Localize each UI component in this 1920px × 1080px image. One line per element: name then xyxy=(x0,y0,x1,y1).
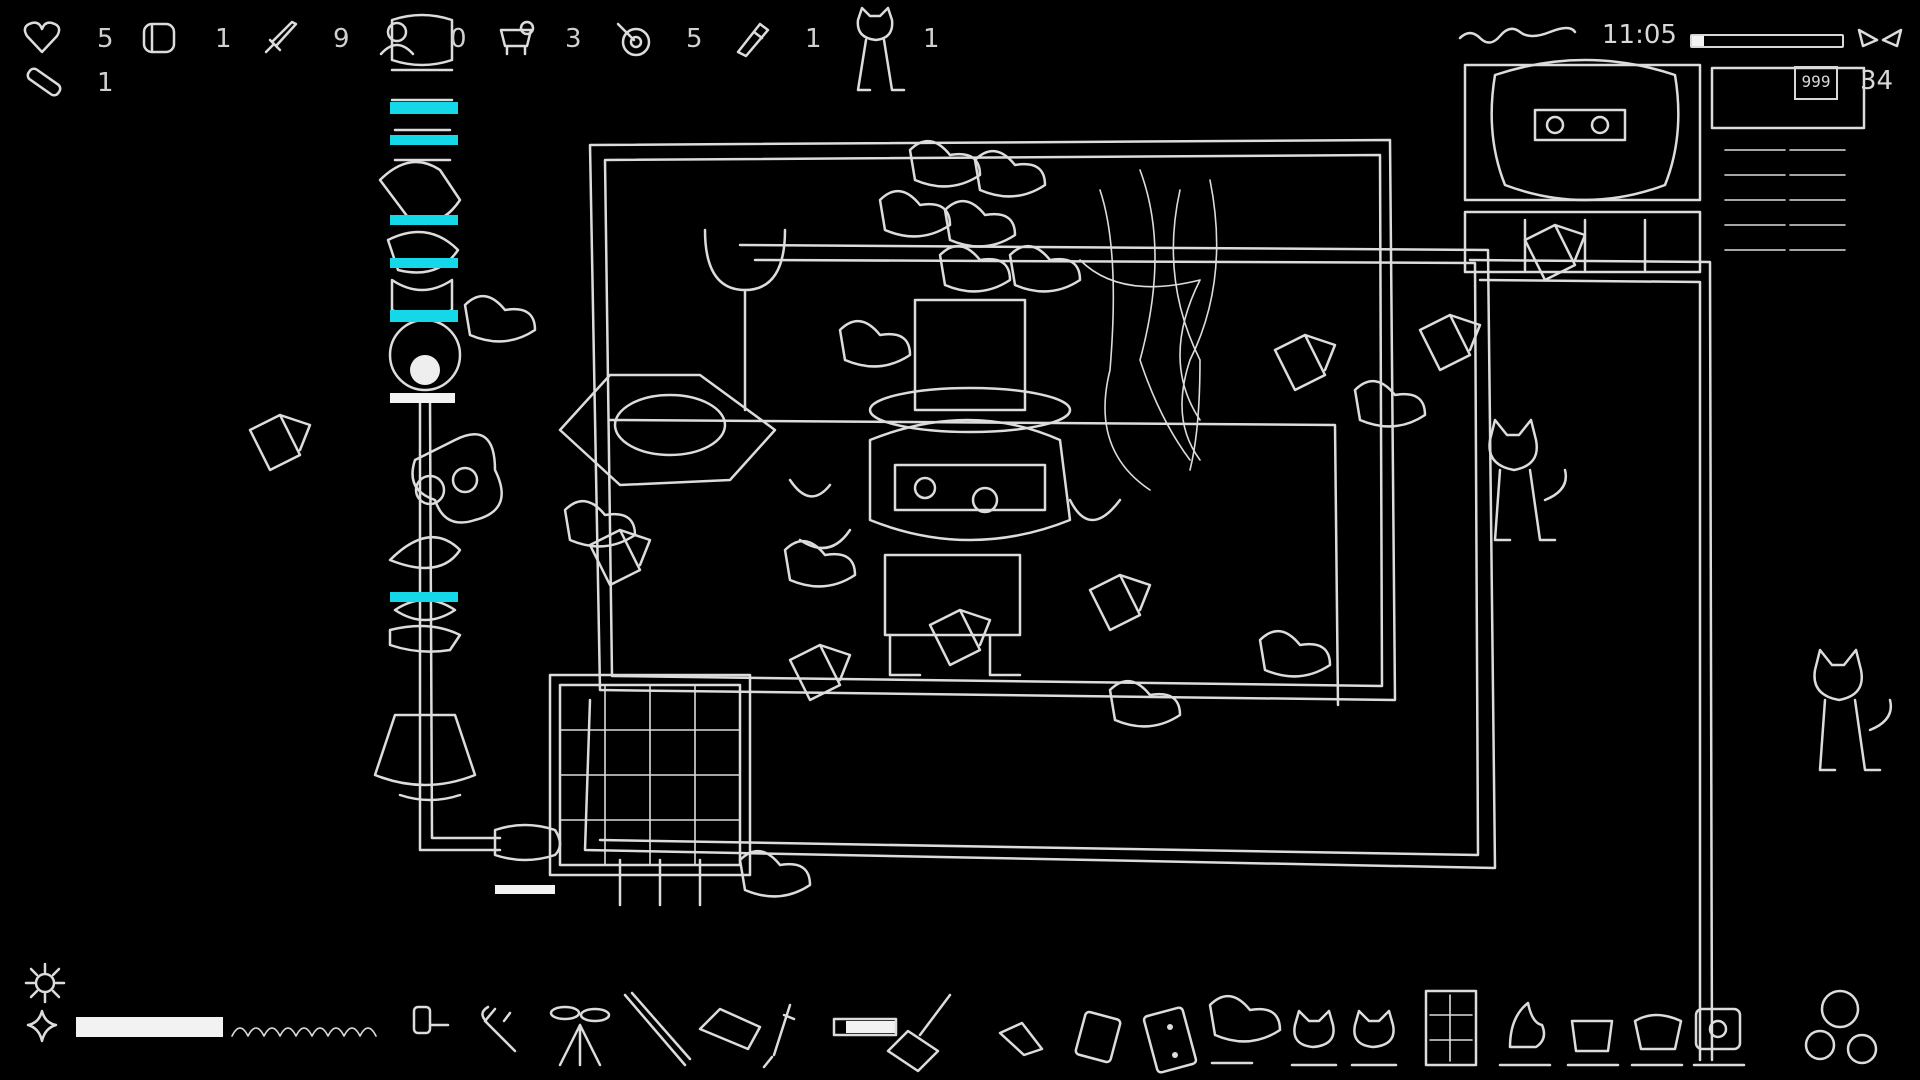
cats xyxy=(1488,418,1893,772)
resource-count: 1 xyxy=(215,24,232,54)
resource-cauldron[interactable]: 3 xyxy=(495,18,585,62)
energy-coils xyxy=(231,1027,377,1037)
broom-icon[interactable] xyxy=(886,993,952,1073)
battery-icon[interactable] xyxy=(832,1017,898,1037)
gear-icon[interactable] xyxy=(22,960,68,1006)
resource-cat-walker[interactable]: 1 xyxy=(838,6,948,92)
cat-walker-icon xyxy=(856,6,906,92)
spring-coil-icon[interactable] xyxy=(412,1005,450,1035)
hexagon-bowl xyxy=(558,373,777,487)
sword-icon xyxy=(264,20,298,54)
resource-target[interactable]: 5 xyxy=(612,18,703,62)
resource-log[interactable]: 1 xyxy=(140,18,232,62)
cauldron-icon xyxy=(499,20,535,56)
domino-icon[interactable] xyxy=(1142,1006,1198,1074)
fish-bundle xyxy=(1079,169,1218,491)
birds xyxy=(463,140,1427,898)
sparkle-icon[interactable] xyxy=(22,1005,68,1051)
stick-icon[interactable] xyxy=(623,991,692,1067)
cat-slot-2-icon[interactable] xyxy=(1350,1009,1398,1067)
resource-count: 5 xyxy=(97,24,114,54)
resource-count: 1 xyxy=(805,24,822,54)
resource-count: 1 xyxy=(97,68,114,98)
clock-time: 11:05 xyxy=(1602,20,1677,50)
resource-count: 0 xyxy=(450,24,467,54)
energy-bar xyxy=(76,1017,223,1037)
resource-bandage[interactable]: 1 xyxy=(22,62,114,106)
resource-count: 1 xyxy=(923,24,940,54)
cracker-icon[interactable] xyxy=(1074,1010,1122,1064)
resource-shell[interactable]: 1 xyxy=(730,18,822,62)
calendar-box: 999 xyxy=(1794,66,1838,100)
syringe-icon[interactable] xyxy=(762,1003,796,1069)
wrench-icon[interactable] xyxy=(481,1005,517,1053)
resource-sword[interactable]: 9 xyxy=(258,18,350,62)
log-icon xyxy=(142,22,176,54)
track-loops xyxy=(418,138,1714,1062)
calendar-counter: 34 xyxy=(1860,66,1894,96)
drum-kit-icon[interactable] xyxy=(549,1005,611,1067)
machine-slot-icon[interactable] xyxy=(1692,1007,1746,1067)
day-progress-bar xyxy=(1690,34,1844,48)
machine xyxy=(1463,58,1866,274)
pot-slot-icon[interactable] xyxy=(1566,1019,1620,1067)
day-progress-fill xyxy=(1692,36,1704,46)
target-icon xyxy=(616,22,651,57)
tool-items[interactable] xyxy=(400,985,1900,1075)
resource-count: 9 xyxy=(333,24,350,54)
cat-slot-icon[interactable] xyxy=(1290,1009,1338,1067)
grid-box-icon[interactable] xyxy=(1424,989,1478,1067)
heart-icon xyxy=(23,21,61,54)
bird-slot-icon[interactable] xyxy=(1208,995,1282,1065)
left-stack xyxy=(373,13,562,894)
cushion-icon[interactable] xyxy=(698,1007,762,1051)
resource-heart[interactable]: 5 xyxy=(22,18,114,62)
basket-slot-icon[interactable] xyxy=(1630,1013,1684,1067)
campfire-slot-icon[interactable] xyxy=(1498,1001,1552,1067)
cyan-bars xyxy=(390,102,458,602)
bow-slot-icon[interactable] xyxy=(1804,989,1878,1065)
bandage-icon xyxy=(26,67,62,97)
resource-skull-pile[interactable]: 0 xyxy=(375,18,467,62)
fork-prop xyxy=(703,228,787,412)
paper-icon[interactable] xyxy=(998,1021,1044,1057)
megaphones xyxy=(248,223,1587,702)
resource-count: 5 xyxy=(686,24,703,54)
skull-pile-icon xyxy=(379,21,415,56)
shell-icon xyxy=(736,22,770,58)
waffle-panel xyxy=(548,673,752,907)
eyes-icon xyxy=(1857,28,1903,48)
hat-robot xyxy=(788,298,1122,677)
resource-count: 3 xyxy=(565,24,582,54)
wave-icon xyxy=(1458,26,1577,44)
